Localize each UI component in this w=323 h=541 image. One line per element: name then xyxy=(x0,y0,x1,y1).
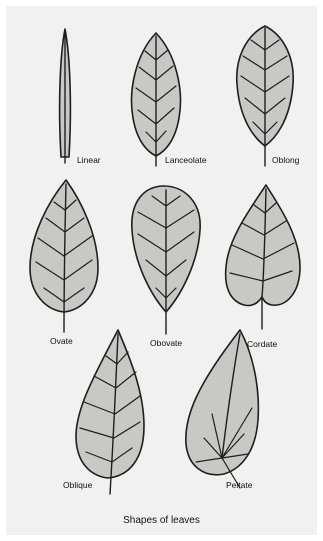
peltate-label: Peltate xyxy=(226,480,252,490)
oblique-leaf-drawing xyxy=(72,328,148,496)
figure-caption: Shapes of leaves xyxy=(0,515,323,526)
lanceolate-leaf-drawing xyxy=(124,30,188,168)
oblong-leaf-drawing xyxy=(231,22,299,168)
obovate-leaf-drawing xyxy=(128,182,204,336)
linear-leaf-drawing xyxy=(50,25,80,165)
ovate-leaf-drawing xyxy=(26,178,102,334)
oblique-label: Oblique xyxy=(63,480,92,490)
oblong-label: Oblong xyxy=(272,155,299,165)
peltate-leaf-drawing xyxy=(182,328,262,496)
linear-label: Linear xyxy=(77,155,101,165)
obovate-label: Obovate xyxy=(150,338,182,348)
ovate-label: Ovate xyxy=(50,336,73,346)
lanceolate-label: Lanceolate xyxy=(165,155,207,165)
cordate-leaf-drawing xyxy=(222,183,304,331)
